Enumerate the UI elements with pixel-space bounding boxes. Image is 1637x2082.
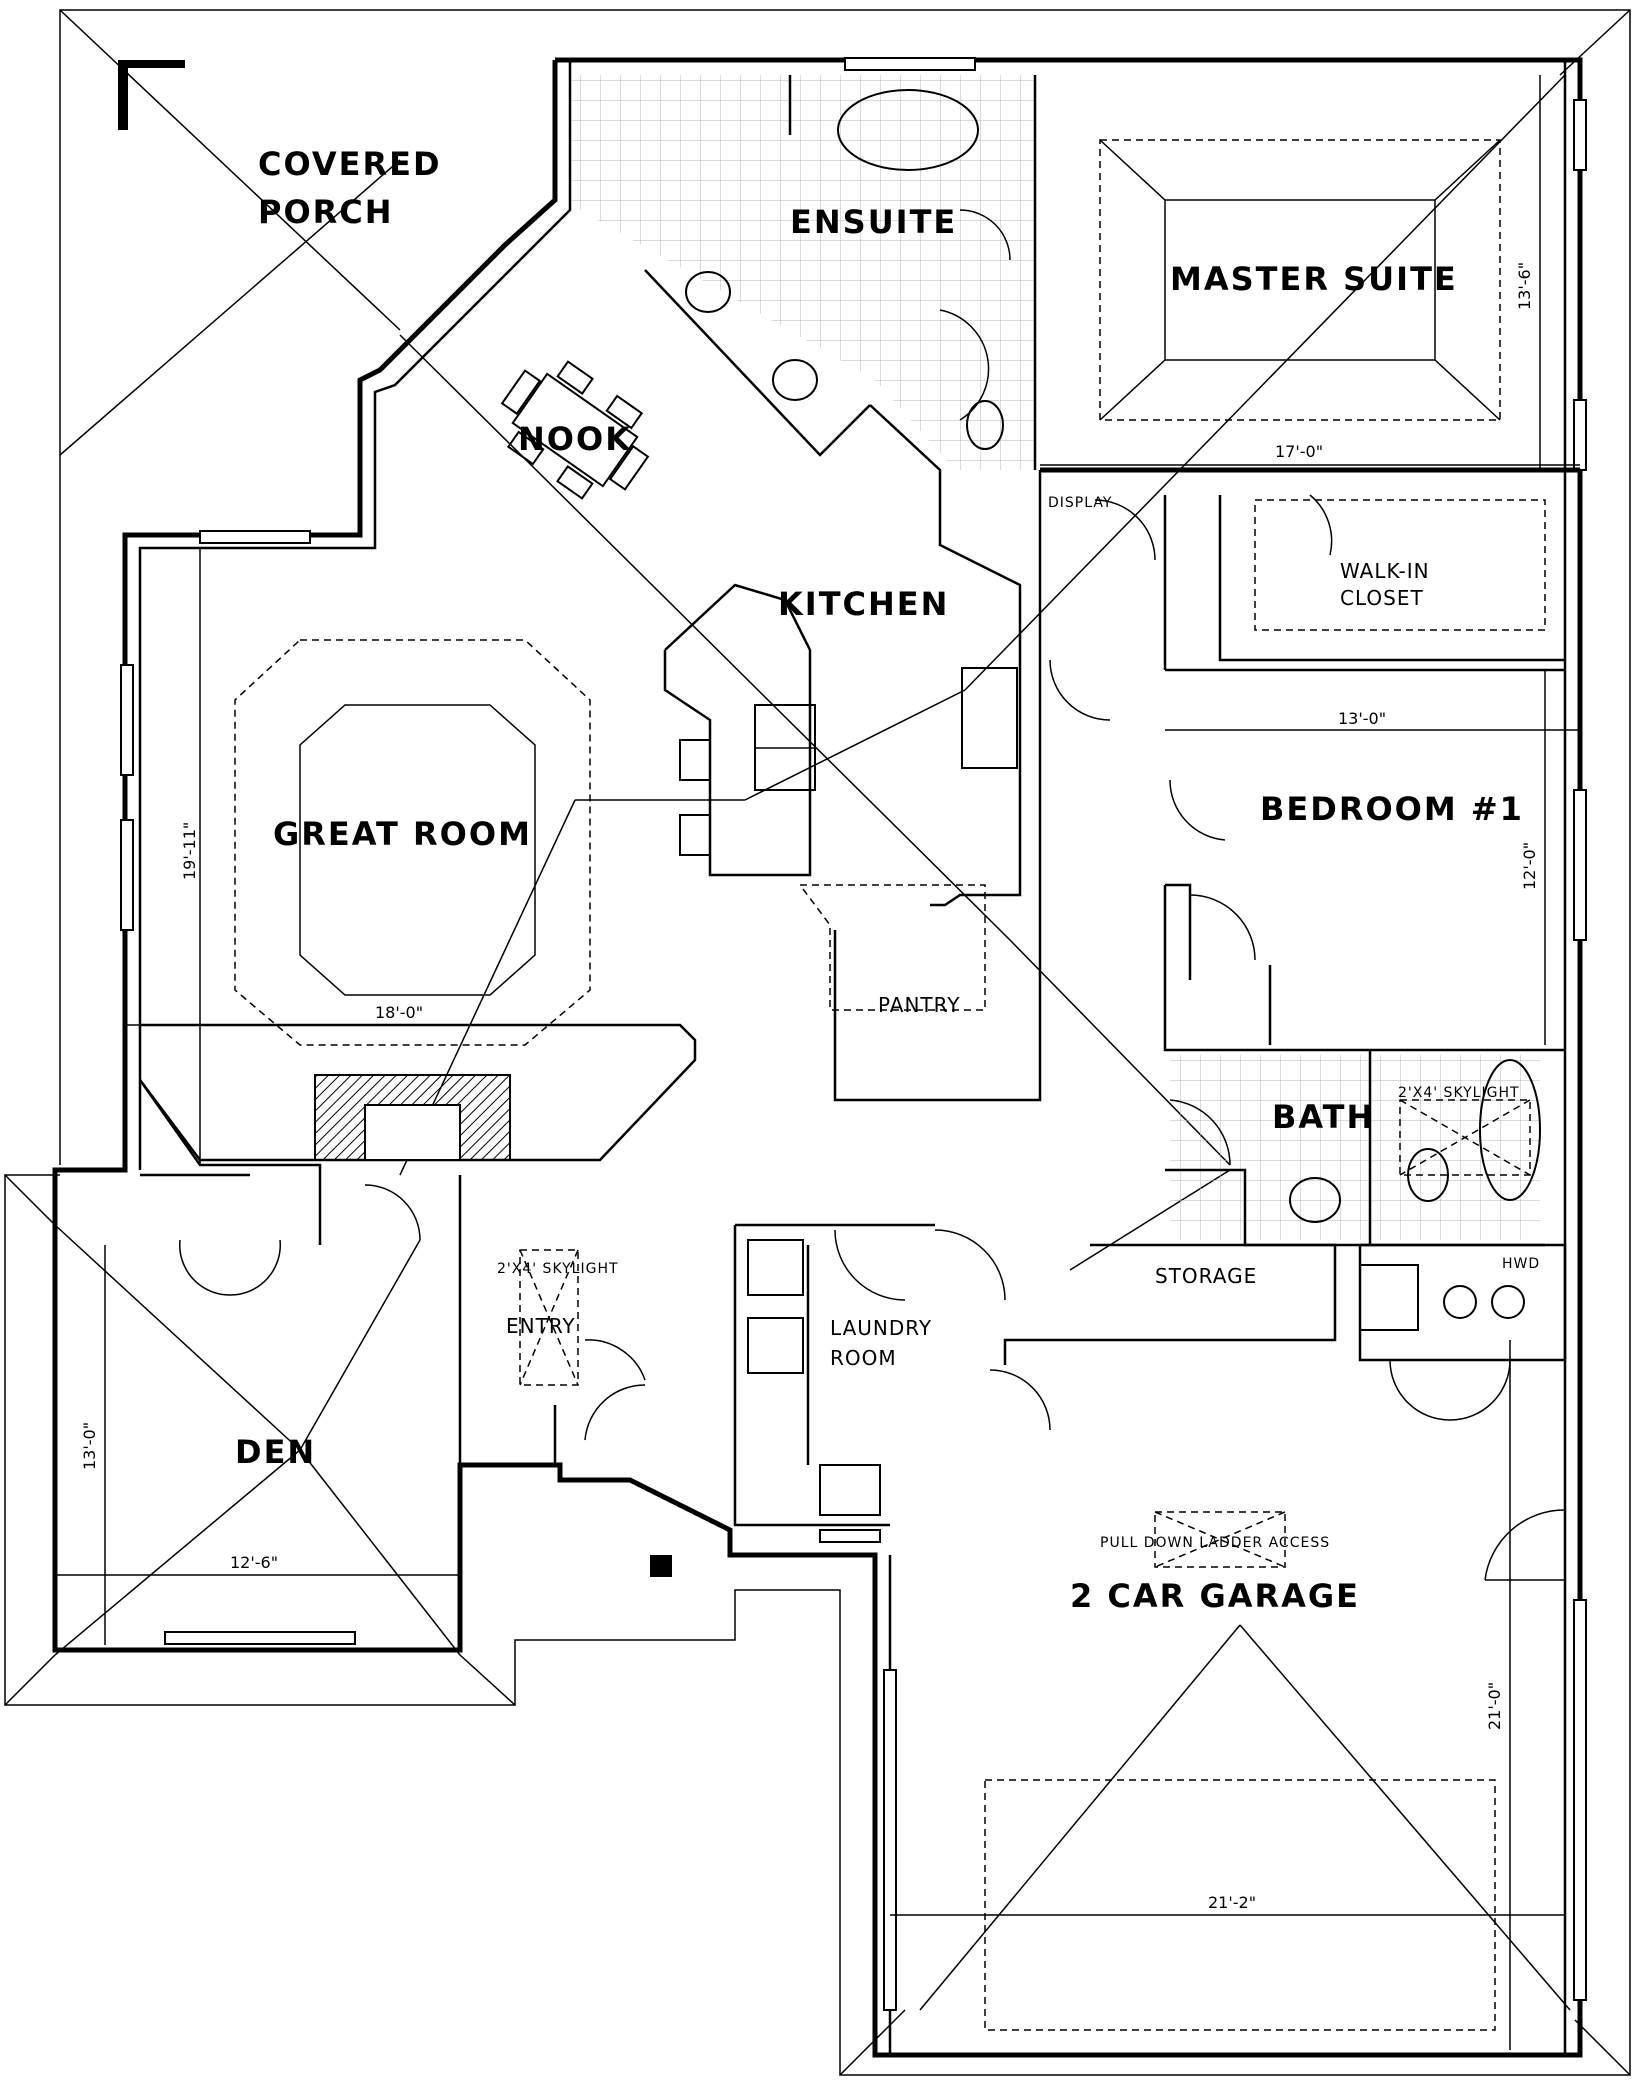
bedroom-label: BEDROOM #1 — [1260, 790, 1524, 828]
water-heater-icon — [1359, 1264, 1419, 1331]
display-label: DISPLAY — [1048, 495, 1112, 511]
bedroom-width-dim: 13'-0" — [1338, 709, 1386, 728]
dining-table-icon — [500, 360, 650, 500]
sink-icon — [772, 359, 818, 401]
door-swings — [179, 209, 1566, 1581]
great-room-width-dim: 18'-0" — [375, 1003, 423, 1022]
great-room-label: GREAT ROOM — [273, 815, 532, 853]
den-depth-dim: 13'-0" — [80, 1422, 99, 1470]
hwd-note: HWD — [1502, 1256, 1540, 1272]
bath-toilet-icon — [1407, 1148, 1449, 1202]
toilet-icon — [966, 400, 1004, 450]
ladder-access-note: PULL DOWN LADDER ACCESS — [1100, 1535, 1330, 1551]
garage-width-dim: 21'-2" — [1208, 1893, 1256, 1912]
stove-icon — [961, 667, 1018, 769]
master-depth-dim: 13'-6" — [1515, 262, 1534, 310]
kitchen-label: KITCHEN — [778, 585, 949, 623]
roof-outline — [4, 9, 1631, 2076]
great-room-depth-dim: 19'-11" — [180, 822, 199, 880]
entry-label: ENTRY — [506, 1314, 576, 1338]
den-label: DEN — [235, 1433, 316, 1471]
bath-label: BATH — [1272, 1098, 1375, 1136]
fireplace — [139, 1023, 697, 1162]
fixtures — [500, 89, 1541, 1577]
master-width-dim: 17'-0" — [1275, 442, 1323, 461]
garage-depth-dim: 21'-0" — [1485, 1682, 1504, 1730]
laundry-room-label: ROOM — [830, 1346, 897, 1370]
hwd-tank-icon — [1491, 1285, 1525, 1319]
dimension-lines — [55, 75, 1580, 2050]
sink-icon — [685, 271, 731, 313]
washer-icon — [747, 1239, 804, 1296]
covered-porch-label: COVERED — [258, 145, 442, 183]
ensuite-label: ENSUITE — [790, 203, 957, 241]
laundry-sink-icon — [819, 1464, 881, 1516]
dryer-icon — [747, 1317, 804, 1374]
interior-walls — [138, 75, 1580, 1527]
den-width-dim: 12'-6" — [230, 1553, 278, 1572]
windows — [120, 57, 1587, 2011]
hwd-tank-icon — [1443, 1285, 1477, 1319]
laundry-room-label: LAUNDRY — [830, 1316, 932, 1340]
entry-skylight-note: 2'X4' SKYLIGHT — [497, 1261, 619, 1277]
pantry-label: PANTRY — [878, 993, 960, 1017]
covered-porch-label: PORCH — [258, 193, 394, 231]
north-corner-mark — [118, 60, 185, 130]
bath-tub-icon — [1479, 1059, 1541, 1201]
master-suite-label: MASTER SUITE — [1170, 260, 1458, 298]
bath-sink-icon — [1289, 1177, 1341, 1223]
ceiling-outlines — [234, 139, 1546, 2031]
bedroom-depth-dim: 12'-0" — [1520, 842, 1539, 890]
tile-floors — [572, 75, 1540, 1240]
nook-label: NOOK — [518, 420, 632, 458]
walk-in-closet-label: WALK-IN — [1340, 559, 1430, 583]
bath-skylight-note: 2'X4' SKYLIGHT — [1398, 1085, 1520, 1101]
walk-in-closet-label: CLOSET — [1340, 586, 1424, 610]
garage-label: 2 CAR GARAGE — [1070, 1577, 1360, 1615]
storage-label: STORAGE — [1155, 1264, 1257, 1288]
bathtub-icon — [837, 89, 979, 171]
